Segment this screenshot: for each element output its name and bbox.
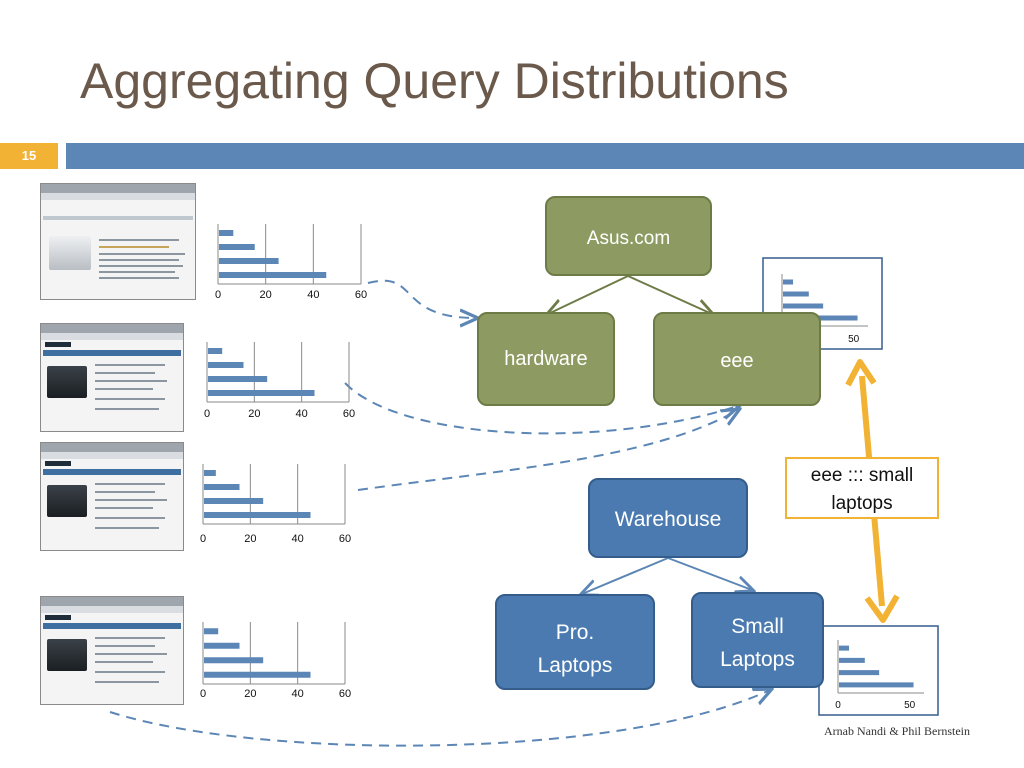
node-small-laptops: Small Laptops — [691, 592, 824, 688]
bar — [783, 279, 794, 285]
tick-label: 0 — [835, 700, 841, 711]
node-small-laptops-line2: Laptops — [720, 648, 795, 671]
bar — [219, 244, 255, 250]
edge-warehouse-pro — [582, 557, 669, 594]
node-pro-laptops: Pro. Laptops — [495, 594, 655, 690]
node-small-laptops-line1: Small — [731, 615, 784, 638]
node-warehouse: Warehouse — [588, 478, 748, 558]
tick-label: 60 — [339, 688, 351, 700]
tick-label: 0 — [215, 289, 221, 301]
dashed-arrow-chart1-hardware — [367, 279, 476, 318]
bar — [204, 470, 216, 476]
bar-chart-6: 0 50 — [835, 640, 924, 711]
bar — [219, 230, 234, 236]
tick-label: 60 — [343, 408, 355, 420]
tick-label: 50 — [904, 700, 916, 711]
edge-asus-eee — [627, 275, 712, 314]
dashed-arrow-chart4-small-laptops — [109, 690, 770, 747]
bar — [204, 642, 240, 649]
node-hardware-label: hardware — [504, 348, 588, 370]
bar — [208, 362, 244, 368]
tick-label: 0 — [204, 408, 210, 420]
amazon-webpage-screenshot-3 — [40, 596, 184, 705]
bar — [839, 657, 865, 663]
tick-label: 20 — [260, 289, 272, 301]
node-pro-laptops-line1: Pro. — [555, 621, 595, 644]
bar — [208, 348, 223, 354]
bar — [204, 628, 219, 635]
tick-label: 0 — [200, 688, 206, 700]
edge-asus-hardware — [548, 275, 629, 314]
bar — [839, 645, 850, 651]
edge-warehouse-small — [667, 557, 752, 590]
callout-line1: eee ::: small — [810, 465, 914, 486]
bar-chart-3: 0 20 40 60 — [200, 464, 351, 545]
node-asus-com-label: Asus.com — [586, 228, 671, 249]
tick-label: 40 — [296, 408, 308, 420]
mapping-callout: eee ::: small laptops — [785, 457, 939, 519]
slide-title: Aggregating Query Distributions — [80, 53, 789, 109]
footer-authors: Arnab Nandi & Phil Bernstein — [824, 724, 970, 738]
tick-label: 60 — [355, 289, 367, 301]
bar — [204, 512, 311, 518]
bar — [204, 498, 264, 504]
tick-label: 0 — [200, 533, 206, 545]
bar — [204, 484, 240, 490]
bar — [839, 682, 914, 688]
dashed-arrow-chart3-eee — [357, 410, 738, 491]
node-asus-com: Asus.com — [545, 196, 712, 276]
node-eee: eee — [653, 312, 821, 406]
bar — [208, 376, 268, 382]
header-bar — [66, 143, 1024, 169]
node-pro-laptops-line2: Laptops — [537, 654, 613, 677]
slide-number: 15 — [0, 143, 58, 169]
bar — [783, 303, 824, 309]
tick-label: 60 — [339, 533, 351, 545]
tick-label: 50 — [848, 334, 860, 345]
tick-label: 20 — [244, 688, 256, 700]
callout-line2: laptops — [831, 493, 893, 514]
tick-label: 40 — [292, 688, 304, 700]
bar-chart-2: 0 20 40 60 — [204, 342, 355, 420]
tick-label: 20 — [244, 533, 256, 545]
bar — [783, 291, 809, 297]
bar — [204, 671, 311, 678]
bar-chart-1: 0 20 40 60 — [215, 224, 367, 301]
bar — [219, 272, 327, 278]
eeepc-webpage-screenshot — [40, 183, 196, 300]
tick-label: 20 — [248, 408, 260, 420]
dashed-arrow-chart2-eee — [344, 382, 738, 435]
node-eee-label: eee — [720, 350, 754, 372]
bar — [208, 390, 315, 396]
node-warehouse-label: Warehouse — [614, 508, 722, 531]
node-hardware: hardware — [477, 312, 615, 406]
tick-label: 40 — [292, 533, 304, 545]
bar — [219, 258, 279, 264]
tick-label: 40 — [307, 289, 319, 301]
amazon-webpage-screenshot-2 — [40, 442, 184, 551]
bar — [839, 670, 880, 676]
bar-chart-4: 0 20 40 60 — [200, 622, 351, 700]
bar — [204, 657, 264, 664]
amazon-webpage-screenshot-1 — [40, 323, 184, 432]
